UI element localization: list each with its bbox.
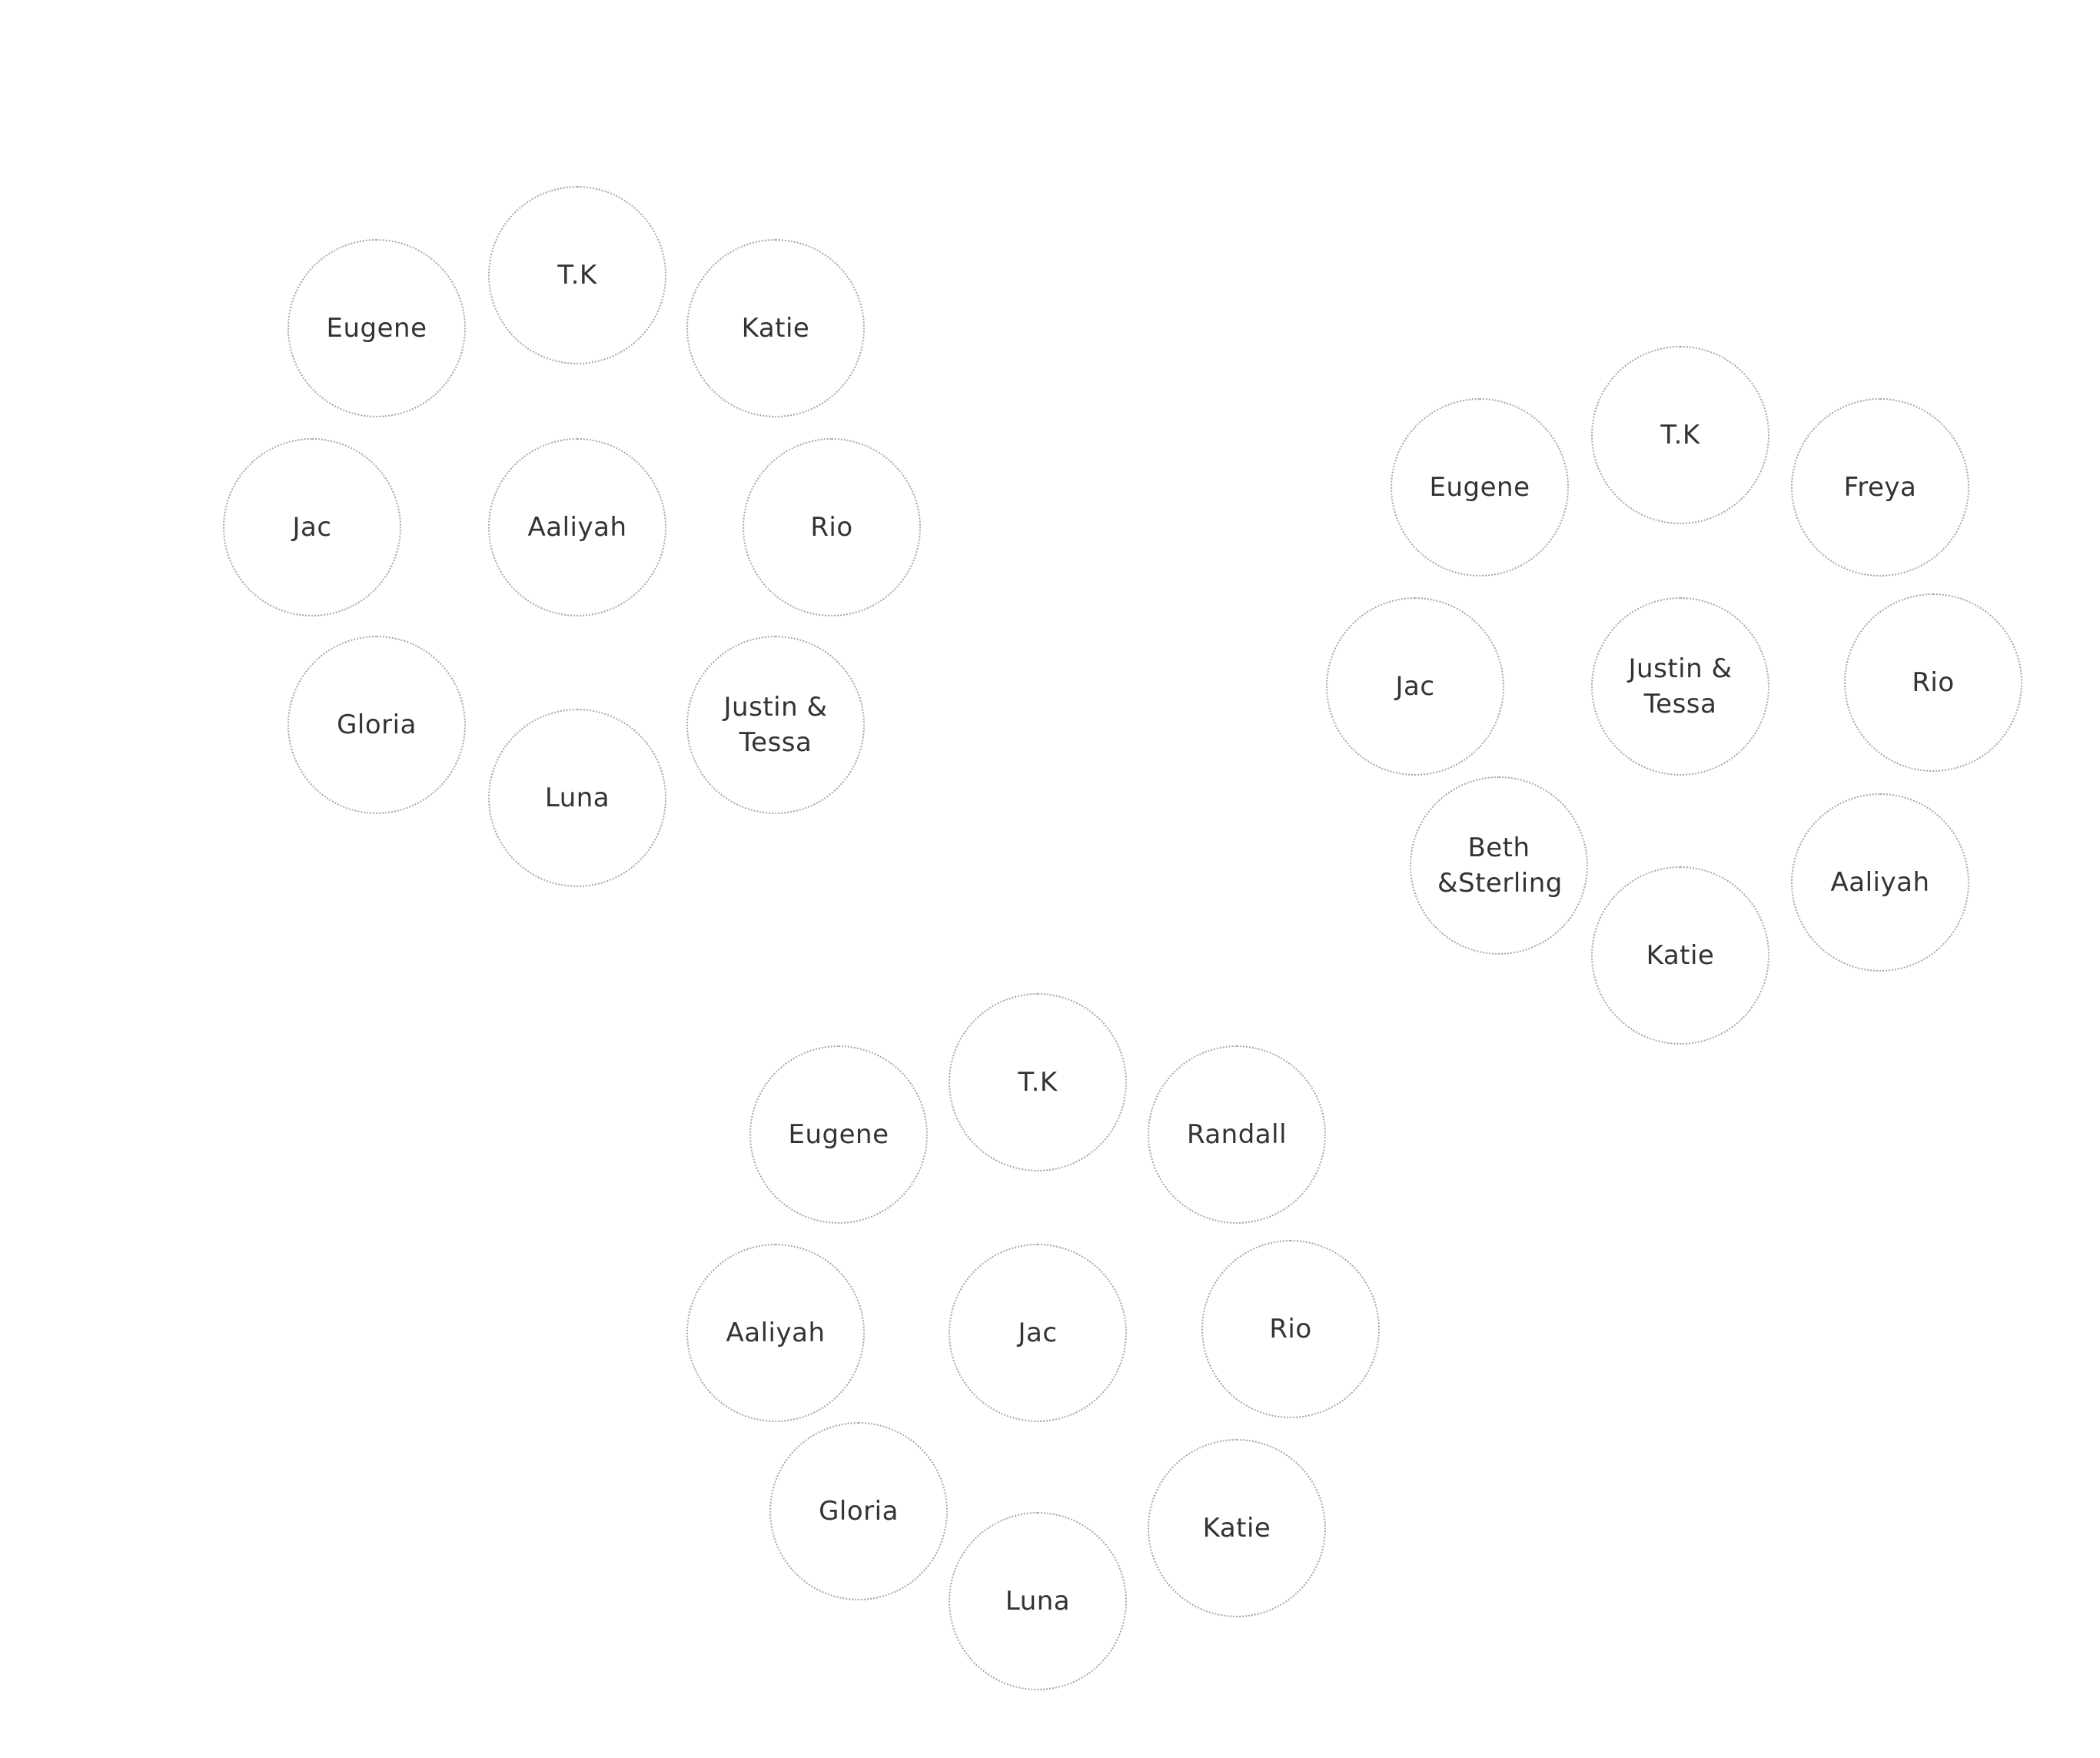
name-label: Jac <box>1018 1318 1058 1348</box>
name-circle[interactable]: T.K <box>488 186 666 364</box>
name-circle[interactable]: Beth &Sterling <box>1410 776 1588 955</box>
name-label: Jac <box>1395 671 1435 702</box>
name-circle[interactable]: Justin & Tessa <box>686 636 865 814</box>
name-label: Rio <box>1269 1314 1312 1344</box>
name-label: Eugene <box>1429 472 1530 503</box>
name-label: Eugene <box>326 313 427 344</box>
name-circle[interactable]: Luna <box>488 709 666 887</box>
name-circle[interactable]: Jac <box>223 438 401 616</box>
name-circle[interactable]: Eugene <box>749 1045 928 1224</box>
name-label: Rio <box>1912 667 1955 698</box>
name-label: Justin & Tessa <box>723 692 828 758</box>
name-circle[interactable]: Eugene <box>1391 398 1569 577</box>
name-circle[interactable]: Jac <box>949 1244 1127 1422</box>
name-label: Randall <box>1186 1119 1288 1150</box>
name-label: T.K <box>557 260 597 291</box>
name-circle[interactable]: Gloria <box>769 1422 948 1600</box>
name-circle[interactable]: Aaliyah <box>488 438 666 616</box>
name-circle[interactable]: Rio <box>1844 593 2022 772</box>
name-label: Aaliyah <box>726 1318 826 1348</box>
name-circle[interactable]: Aaliyah <box>686 1244 865 1422</box>
name-circle[interactable]: Justin & Tessa <box>1591 597 1769 776</box>
name-label: Aaliyah <box>527 512 627 543</box>
name-label: Luna <box>544 783 610 813</box>
name-circle[interactable]: Katie <box>1591 866 1769 1045</box>
name-label: Katie <box>1646 940 1715 971</box>
name-circle[interactable]: T.K <box>949 993 1127 1171</box>
name-circle[interactable]: Aaliyah <box>1791 793 1969 972</box>
name-label: T.K <box>1018 1067 1058 1098</box>
name-circle[interactable]: Rio <box>743 438 921 616</box>
name-label: Freya <box>1843 472 1917 503</box>
name-label: Gloria <box>819 1496 899 1527</box>
name-circle[interactable]: Randall <box>1148 1045 1326 1224</box>
name-label: Beth &Sterling <box>1437 832 1563 899</box>
name-circle[interactable]: Katie <box>1148 1439 1326 1617</box>
name-label: Katie <box>1202 1513 1271 1544</box>
name-circle[interactable]: Freya <box>1791 398 1969 577</box>
name-label: Eugene <box>788 1119 889 1150</box>
name-label: Katie <box>741 313 810 344</box>
name-circle[interactable]: Rio <box>1201 1240 1380 1418</box>
name-label: Luna <box>1005 1586 1071 1617</box>
name-circle[interactable]: T.K <box>1591 346 1769 524</box>
name-label: Gloria <box>337 710 417 740</box>
name-circle[interactable]: Jac <box>1326 597 1504 776</box>
name-circle[interactable]: Luna <box>949 1512 1127 1690</box>
name-label: T.K <box>1660 420 1700 450</box>
name-label: Jac <box>292 512 332 543</box>
name-label: Rio <box>810 512 853 543</box>
name-circle[interactable]: Katie <box>686 239 865 417</box>
name-label: Justin & Tessa <box>1628 653 1733 719</box>
name-label: Aaliyah <box>1830 867 1930 898</box>
name-circle[interactable]: Gloria <box>287 636 466 814</box>
name-circle[interactable]: Eugene <box>287 239 466 417</box>
